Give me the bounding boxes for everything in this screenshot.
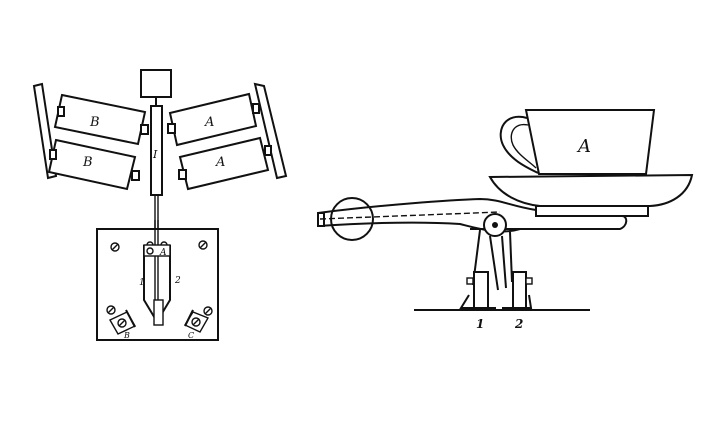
saucer	[488, 173, 694, 207]
screw-icon	[203, 306, 213, 316]
screw-icon	[198, 240, 208, 250]
counterweight	[330, 197, 374, 241]
coil-label: B	[89, 115, 100, 130]
coil-b-upper: B	[53, 93, 149, 146]
terminal-label: B	[123, 331, 130, 340]
post-1	[459, 271, 496, 309]
contact-block-label: A	[159, 248, 167, 258]
coil-label: B	[82, 155, 93, 170]
coil-label: A	[215, 155, 225, 170]
post-label: 1	[476, 317, 484, 331]
coil-label: A	[204, 115, 214, 130]
cup: A	[499, 109, 656, 175]
cup-label: A	[576, 136, 591, 157]
terminal-c: C	[183, 306, 213, 340]
coil-b-lower: B	[47, 138, 140, 191]
post-2	[502, 271, 533, 309]
coil-a-upper: A	[167, 92, 260, 147]
terminal-label: C	[188, 331, 194, 340]
armature-label: I	[152, 148, 158, 161]
contact-arm-label: 2	[174, 276, 181, 286]
post-label: 2	[514, 317, 523, 331]
support-frame	[472, 229, 513, 291]
cup-balance: A 1 2	[317, 109, 694, 331]
terminal-b: B	[106, 305, 136, 340]
pan-plate	[535, 205, 649, 217]
screw-icon	[106, 305, 116, 315]
armature-bar	[150, 105, 163, 196]
top-square-block	[140, 69, 172, 98]
relay-mechanism: I B B A A	[32, 69, 288, 341]
contact-arm-label: 1	[139, 278, 145, 288]
coil-a-lower: A	[178, 136, 272, 191]
screw-icon	[110, 242, 120, 252]
